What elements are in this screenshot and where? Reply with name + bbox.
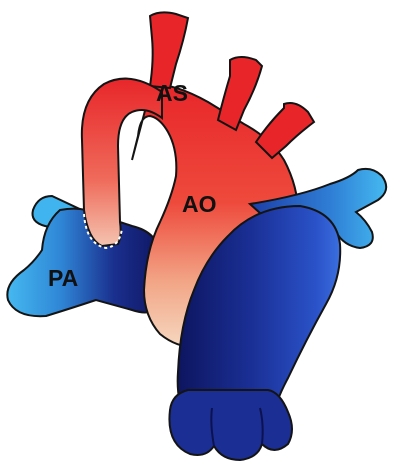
brachiocephalic-vessel xyxy=(150,12,188,88)
label-ao: AO xyxy=(182,191,217,217)
carotid-vessel xyxy=(218,57,262,130)
label-pa: PA xyxy=(48,265,78,291)
venous-trunk-base xyxy=(169,390,292,460)
shunt-graft xyxy=(82,79,162,246)
label-as: AS xyxy=(156,80,188,106)
pulmonary-artery xyxy=(7,209,160,317)
subclavian-vessel xyxy=(256,103,314,158)
